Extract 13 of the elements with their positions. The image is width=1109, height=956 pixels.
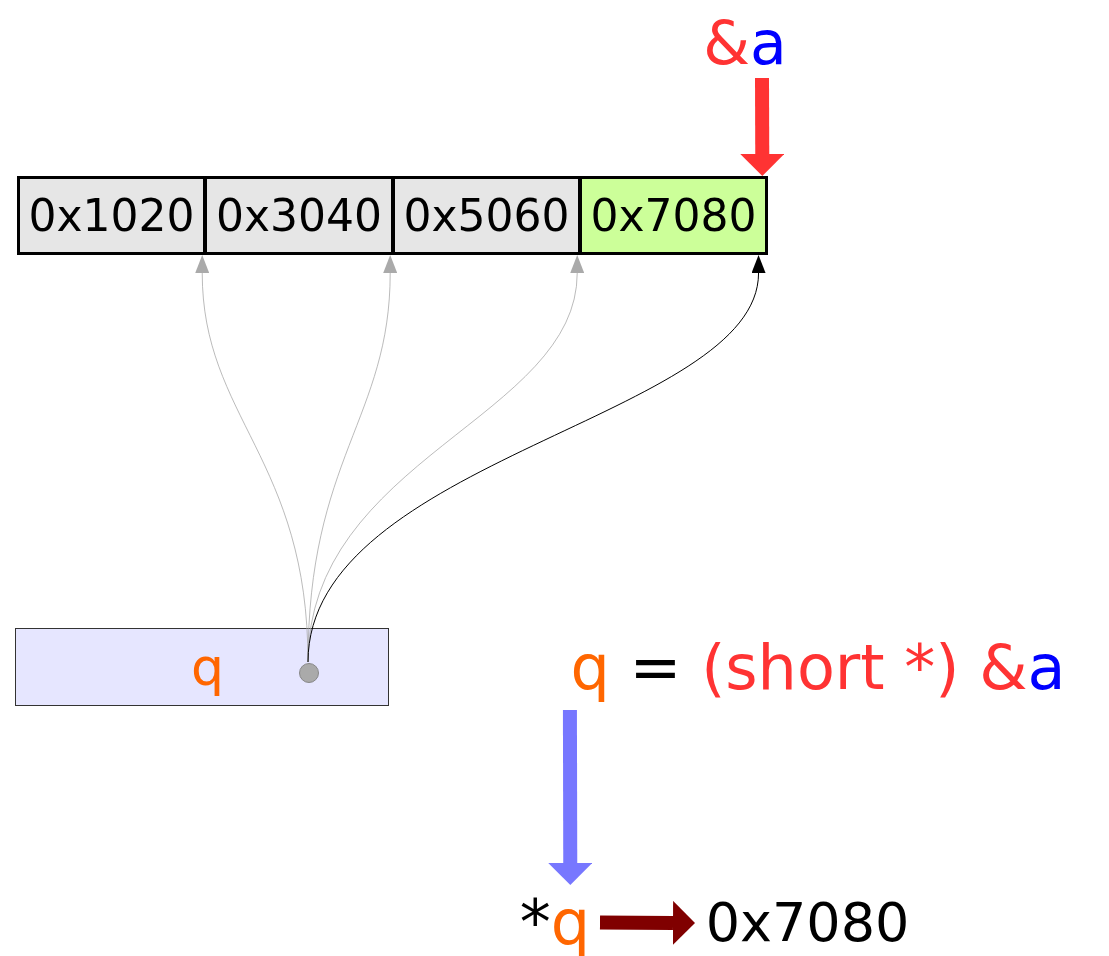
arrow — [307, 255, 766, 663]
memory-cell: 0x5060 — [392, 176, 581, 255]
arrow — [740, 77, 785, 176]
memory-cell: 0x7080 — [579, 176, 768, 255]
arrow — [548, 709, 593, 885]
memory-cell: 0x1020 — [17, 176, 206, 255]
address-expression: &a — [695, 8, 795, 78]
pointer-variable-box — [15, 628, 389, 706]
assignment-expression: q = (short *) &a — [538, 625, 1098, 710]
arrow — [599, 900, 695, 945]
pointer-dot — [299, 663, 319, 683]
memory-cell: 0x3040 — [204, 176, 394, 255]
result-value: 0x7080 — [695, 888, 920, 956]
